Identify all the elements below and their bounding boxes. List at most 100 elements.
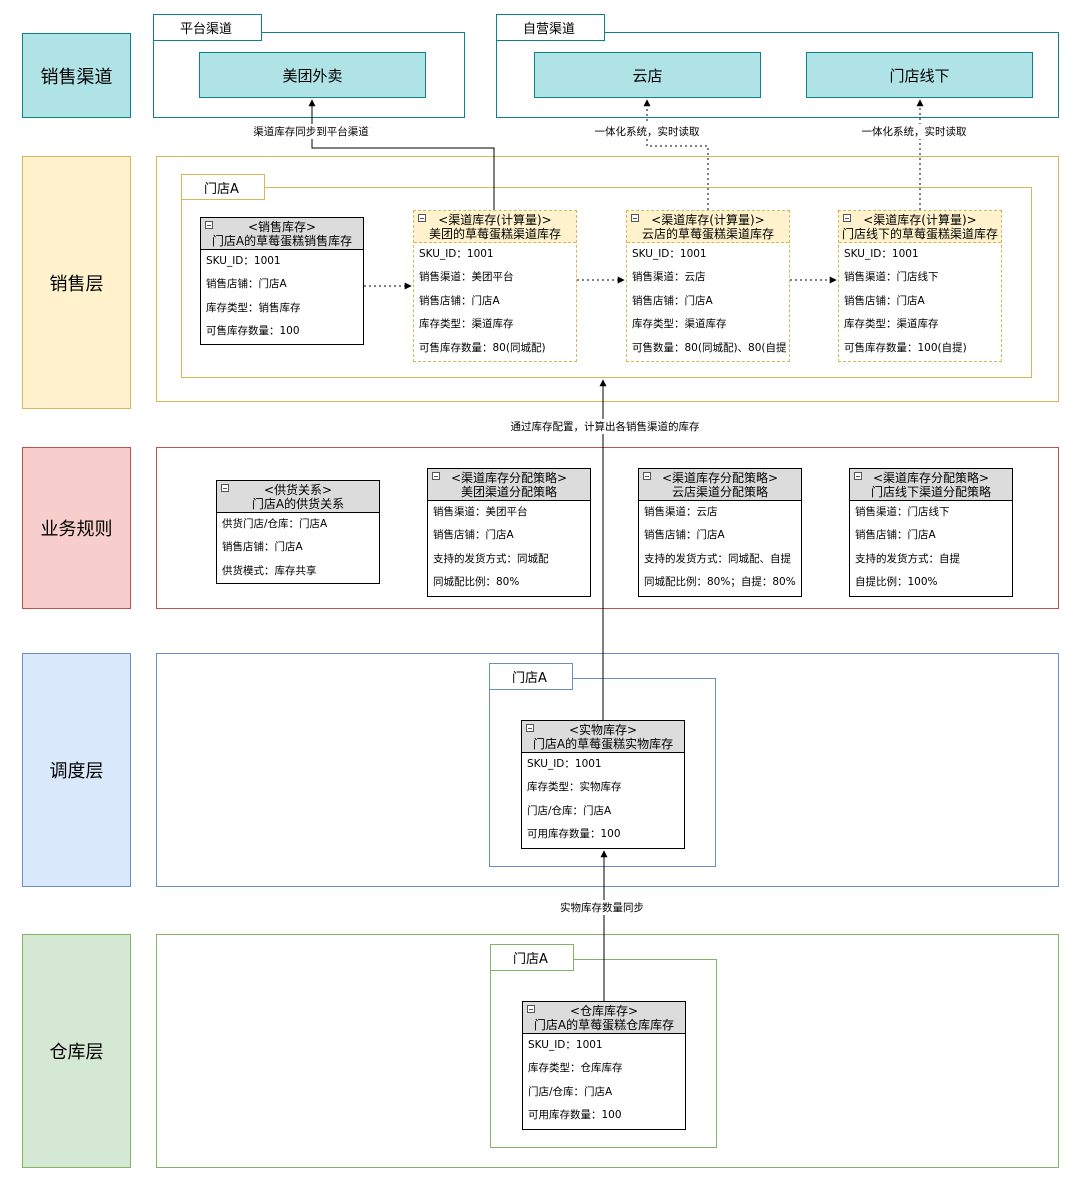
self-channel-tab-label: 自营渠道 xyxy=(523,22,576,37)
entity-field: 支持的发货方式：同城配、自提 xyxy=(644,552,791,565)
layer-label-sales-channel: 销售渠道 xyxy=(22,33,131,118)
dispatch-layer-frame xyxy=(156,653,1059,887)
dispatch-store-tab-label: 门店A xyxy=(512,671,547,686)
entity-field: 销售店铺：门店A xyxy=(644,529,725,542)
platform-channel-tab-label: 平台渠道 xyxy=(180,22,233,37)
entity-field: 销售店铺：门店A xyxy=(419,294,500,307)
channel-meituan: 美团外卖 xyxy=(199,52,426,98)
entity-physical-inventory: <实物库存>门店A的草莓蛋糕实物库存 SKU_ID：1001 库存类型：实物库存… xyxy=(521,720,685,849)
entity-title: 云店的草莓蛋糕渠道库存 xyxy=(641,227,774,241)
collapse-icon xyxy=(631,214,639,222)
entity-field: 同城配比例：80%；自提：80% xyxy=(644,576,796,589)
entity-field: 库存类型：渠道库存 xyxy=(419,318,514,331)
entity-header: <销售库存>门店A的草莓蛋糕销售库存 xyxy=(201,218,363,250)
channel-cloud-store: 云店 xyxy=(534,52,761,98)
entity-header: <供货关系>门店A的供货关系 xyxy=(217,481,379,513)
entity-field: 可售库存数量：100 xyxy=(206,325,300,338)
entity-warehouse-inventory: <仓库库存>门店A的草莓蛋糕仓库库存 SKU_ID：1001 库存类型：仓库库存… xyxy=(522,1001,686,1130)
entity-meituan-channel-inventory: <渠道库存(计算量)>美团的草莓蛋糕渠道库存 SKU_ID：1001 销售渠道：… xyxy=(413,210,577,362)
entity-header: <渠道库存(计算量)>云店的草莓蛋糕渠道库存 xyxy=(627,211,789,243)
layer-label-warehouse: 仓库层 xyxy=(22,934,131,1168)
entity-stereotype: <仓库库存> xyxy=(569,1004,639,1018)
entity-title: 门店A的草莓蛋糕仓库库存 xyxy=(533,1018,675,1032)
entity-supply-relation: <供货关系>门店A的供货关系 供货门店/仓库：门店A 销售店铺：门店A 供货模式… xyxy=(216,480,380,584)
entity-field: 销售渠道：美团平台 xyxy=(433,506,528,518)
collapse-icon xyxy=(418,214,426,222)
entity-field: 可用库存数量：100 xyxy=(528,1109,622,1122)
entity-stereotype: <实物库存> xyxy=(568,723,638,737)
collapse-icon xyxy=(432,472,440,480)
collapse-icon xyxy=(854,472,862,480)
entity-field: SKU_ID：1001 xyxy=(632,248,707,260)
entity-title: 门店A的草莓蛋糕销售库存 xyxy=(211,234,353,248)
sales-store-frame xyxy=(181,187,1032,378)
entity-field: 支持的发货方式：同城配 xyxy=(433,552,549,565)
platform-channel-frame xyxy=(153,32,465,118)
entity-title: 门店A的供货关系 xyxy=(251,497,345,511)
entity-sales-inventory: <销售库存>门店A的草莓蛋糕销售库存 SKU_ID：1001 销售店铺：门店A … xyxy=(200,217,364,345)
entity-field: 库存类型：渠道库存 xyxy=(844,318,939,331)
entity-field: SKU_ID：1001 xyxy=(206,255,281,267)
collapse-icon xyxy=(527,1005,535,1013)
sales-store-tab-label: 门店A xyxy=(204,181,239,197)
entity-field: 库存类型：仓库库存 xyxy=(528,1062,623,1075)
entity-stereotype: <渠道库存分配策略> xyxy=(450,471,568,485)
entity-field: 支持的发货方式：自提 xyxy=(855,552,960,565)
sales-layer-frame xyxy=(156,156,1059,402)
note-realtime-cloud: 一体化系统，实时读取 xyxy=(587,124,707,139)
entity-field: 可售库存数量：80(同城配) xyxy=(419,341,546,354)
warehouse-store-tab: 门店A xyxy=(490,944,574,971)
entity-header: <渠道库存分配策略>美团渠道分配策略 xyxy=(428,469,590,501)
collapse-icon xyxy=(526,724,534,732)
entity-field: 可用库存数量：100 xyxy=(527,828,621,841)
entity-title: 美团的草莓蛋糕渠道库存 xyxy=(428,227,561,241)
entity-offline-channel-inventory: <渠道库存(计算量)>门店线下的草莓蛋糕渠道库存 SKU_ID：1001 销售渠… xyxy=(838,210,1002,362)
entity-field: SKU_ID：1001 xyxy=(419,248,494,260)
entity-stereotype: <渠道库存(计算量)> xyxy=(651,213,765,227)
entity-field: 销售渠道：美团平台 xyxy=(419,271,514,284)
entity-field: 库存类型：渠道库存 xyxy=(632,318,727,331)
entity-field: 销售店铺：门店A xyxy=(844,294,925,307)
entity-field: SKU_ID：1001 xyxy=(527,758,602,770)
note-sync-platform: 渠道库存同步到平台渠道 xyxy=(246,124,376,139)
self-channel-frame xyxy=(496,32,1059,118)
entity-field: 销售渠道：云店 xyxy=(632,271,706,284)
entity-header: <渠道库存分配策略>门店线下渠道分配策略 xyxy=(850,469,1012,501)
sales-store-tab: 门店A xyxy=(181,174,265,200)
entity-field: 销售店铺：门店A xyxy=(433,529,514,542)
entity-header: <仓库库存>门店A的草莓蛋糕仓库库存 xyxy=(523,1002,685,1034)
collapse-icon xyxy=(843,214,851,222)
entity-stereotype: <渠道库存分配策略> xyxy=(661,471,779,485)
entity-header: <渠道库存(计算量)>美团的草莓蛋糕渠道库存 xyxy=(414,211,576,243)
note-realtime-offline: 一体化系统，实时读取 xyxy=(854,124,974,139)
entity-field: 供货模式：库存共享 xyxy=(222,564,317,577)
entity-field: SKU_ID：1001 xyxy=(844,248,919,260)
entity-meituan-strategy: <渠道库存分配策略>美团渠道分配策略 销售渠道：美团平台 销售店铺：门店A 支持… xyxy=(427,468,591,597)
entity-field: 销售渠道：云店 xyxy=(644,506,718,518)
entity-field: 销售渠道：门店线下 xyxy=(855,506,950,518)
layer-label-business-rules: 业务规则 xyxy=(22,447,131,609)
entity-field: 自提比例：100% xyxy=(855,576,938,589)
entity-field: 库存类型：实物库存 xyxy=(527,781,622,794)
collapse-icon xyxy=(221,484,229,492)
collapse-icon xyxy=(643,472,651,480)
entity-field: 销售店铺：门店A xyxy=(206,278,287,291)
entity-header: <实物库存>门店A的草莓蛋糕实物库存 xyxy=(522,721,684,753)
entity-offline-strategy: <渠道库存分配策略>门店线下渠道分配策略 销售渠道：门店线下 销售店铺：门店A … xyxy=(849,468,1013,597)
entity-field: 可售库存数量：100(自提) xyxy=(844,341,967,354)
collapse-icon xyxy=(205,221,213,229)
entity-field: 库存类型：销售库存 xyxy=(206,301,301,314)
entity-field: 门店/仓库：门店A xyxy=(527,804,612,817)
note-config-calc: 通过库存配置，计算出各销售渠道的库存 xyxy=(500,419,710,434)
entity-field: 供货门店/仓库：门店A xyxy=(222,518,328,530)
entity-stereotype: <渠道库存(计算量)> xyxy=(438,213,552,227)
entity-header: <渠道库存分配策略>云店渠道分配策略 xyxy=(639,469,801,501)
warehouse-store-tab-label: 门店A xyxy=(513,952,548,967)
layer-label-sales: 销售层 xyxy=(22,156,131,409)
entity-field: 同城配比例：80% xyxy=(433,576,520,589)
entity-title: 门店线下的草莓蛋糕渠道库存 xyxy=(841,227,998,241)
layer-label-dispatch: 调度层 xyxy=(22,653,131,887)
self-channel-tab: 自营渠道 xyxy=(496,14,605,41)
entity-stereotype: <供货关系> xyxy=(263,483,333,497)
entity-field: 销售店铺：门店A xyxy=(632,294,713,307)
